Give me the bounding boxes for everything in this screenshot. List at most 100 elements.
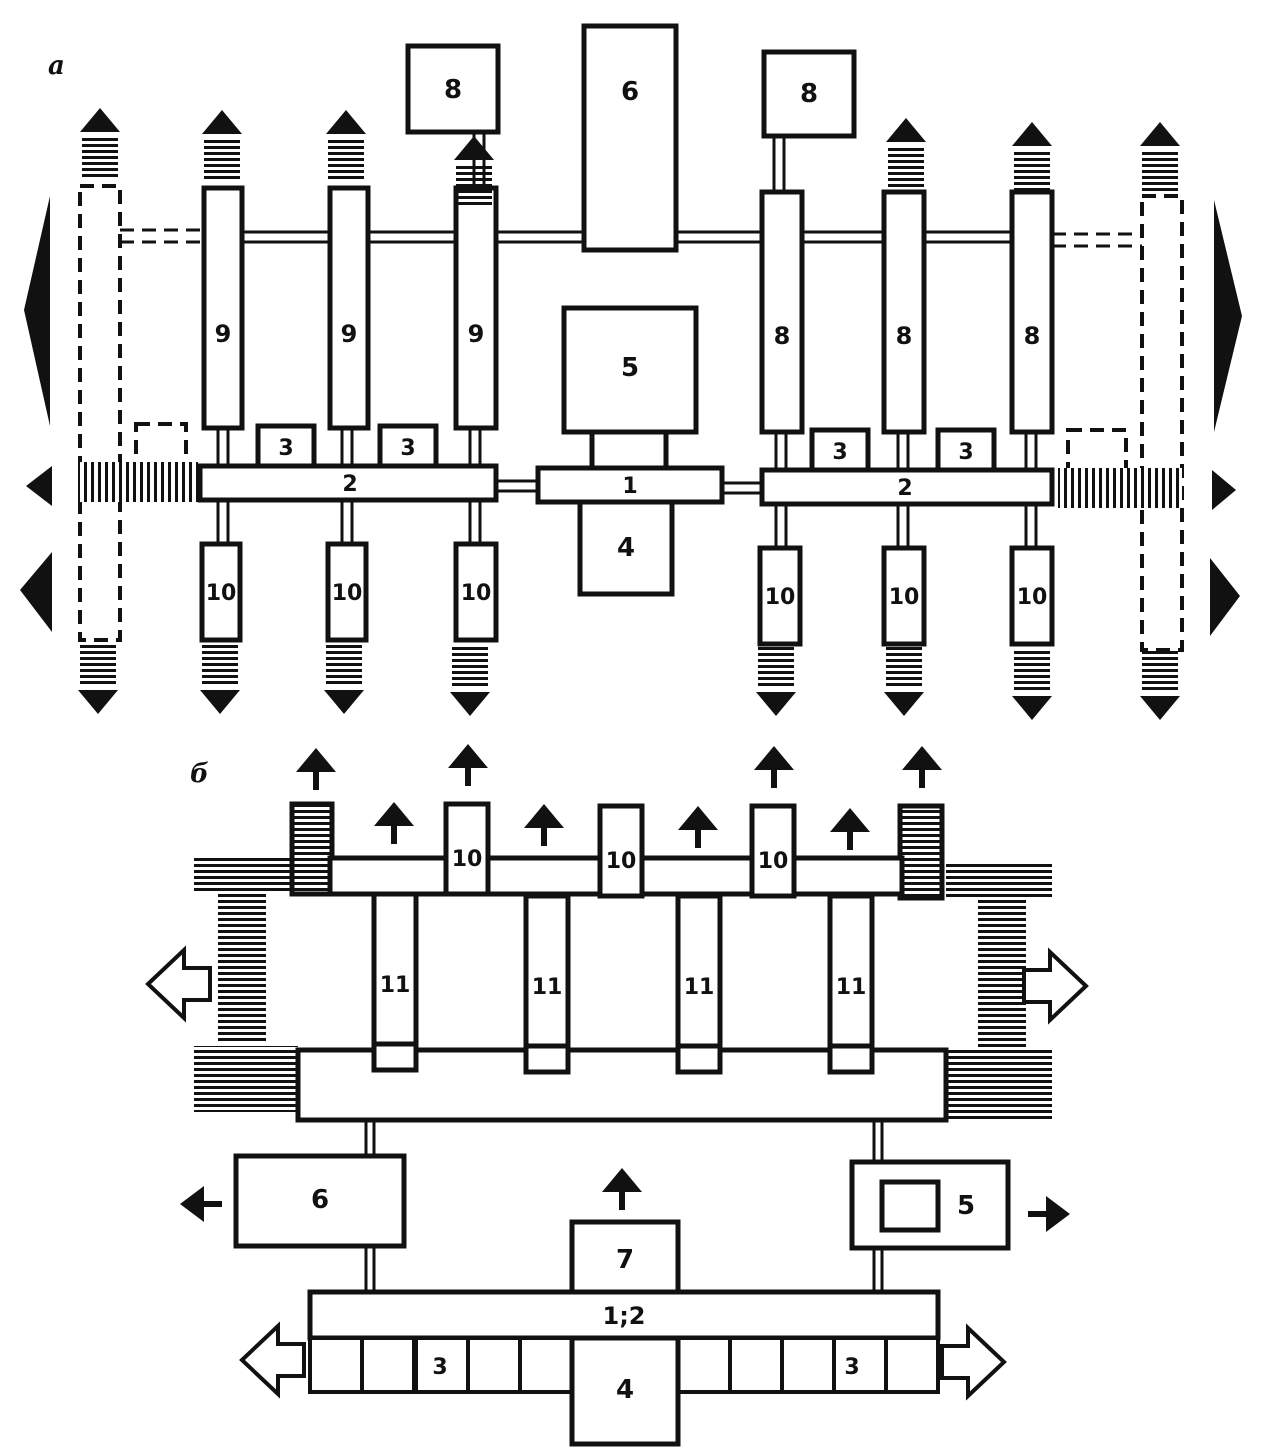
up-arrow-5 [524, 804, 564, 846]
striped-arrow-down-7 [1140, 651, 1180, 720]
svg-text:9: 9 [215, 320, 232, 348]
svg-text:4: 4 [617, 533, 635, 563]
block-10-1: 10 [199, 541, 243, 643]
up-arrow-1 [448, 744, 488, 786]
hollow-arrow-right-1 [1022, 947, 1089, 1025]
block-3-4: 3 [935, 427, 997, 473]
svg-text:3: 3 [844, 1355, 859, 1380]
cell-3 [466, 1336, 522, 1394]
hollow-arrow-left-2 [239, 1321, 306, 1399]
svg-text:3: 3 [832, 440, 847, 465]
svg-text:8: 8 [800, 79, 818, 109]
svg-text:10: 10 [332, 581, 363, 606]
hatched-column-left [289, 801, 335, 897]
striped-arrow-up-6 [1140, 122, 1180, 191]
cell-10 [884, 1336, 940, 1394]
block-3-1: 3 [255, 423, 317, 469]
svg-text:2: 2 [342, 472, 357, 497]
block-8-top-right: 8 [761, 49, 857, 139]
block-8-top-left: 8 [405, 43, 501, 135]
b-cell-3-right: 3 [844, 1355, 859, 1380]
cell-6 [676, 1336, 732, 1394]
up-arrow-8 [602, 1168, 642, 1210]
striped-arrow-down-4 [756, 647, 796, 716]
upper-corridor-line [120, 228, 1142, 248]
hollow-arrow-left-0 [145, 945, 212, 1023]
hatched-column-right [897, 803, 945, 901]
svg-text:11: 11 [532, 975, 563, 1000]
svg-text:11: 11 [380, 973, 411, 998]
panel-b-hatching [194, 804, 1052, 1122]
column-8-3: 8 [1009, 189, 1055, 435]
expansion-hatching [78, 462, 1182, 508]
svg-text:10: 10 [889, 585, 920, 610]
hollow-arrow-right-3 [940, 1323, 1007, 1401]
side-arrow-right-1 [1028, 1196, 1070, 1232]
svg-text:10: 10 [765, 585, 796, 610]
cell-0 [308, 1336, 364, 1394]
block-6: 6 [581, 23, 679, 253]
cell-1 [360, 1336, 416, 1394]
svg-text:10: 10 [606, 849, 637, 874]
striped-arrow-down-2 [324, 645, 364, 714]
up-arrow-0 [296, 748, 336, 790]
b-cell-3-left: 3 [432, 1355, 447, 1380]
svg-text:10: 10 [758, 849, 789, 874]
striped-arrow-up-1 [202, 110, 242, 179]
side-arrow-left-0 [180, 1186, 222, 1222]
b-block-6: 6 [233, 1153, 407, 1249]
up-arrow-7 [830, 808, 870, 850]
svg-text:5: 5 [621, 353, 639, 383]
column-bottoms [371, 1041, 875, 1075]
svg-text:4: 4 [616, 1375, 634, 1405]
b-column-11-3: 11 [675, 893, 723, 1075]
block-10-3: 10 [453, 541, 499, 643]
block-10-4: 10 [757, 545, 803, 647]
connectors-b [364, 1120, 884, 1292]
up-arrow-3 [902, 746, 942, 788]
striped-arrow-down-3 [450, 647, 490, 716]
b-block-10-2: 10 [597, 803, 645, 899]
bus-2-left: 2 [197, 463, 499, 503]
cell-8 [780, 1336, 836, 1394]
svg-text:9: 9 [468, 320, 485, 348]
svg-text:5: 5 [957, 1191, 975, 1221]
svg-text:8: 8 [1024, 322, 1041, 350]
block-10-6: 10 [1009, 545, 1055, 647]
up-arrow-6 [678, 806, 718, 848]
side-triangle-right-large [1214, 200, 1242, 432]
cell-2 [414, 1336, 470, 1394]
block-3-2: 3 [377, 423, 439, 469]
cell-7 [728, 1336, 784, 1394]
b-block-7: 7 [569, 1219, 681, 1295]
svg-text:1;2: 1;2 [603, 1302, 646, 1330]
side-triangle-left-low [20, 552, 52, 632]
panel-b-label: б [190, 759, 209, 789]
svg-text:3: 3 [400, 436, 415, 461]
up-arrow-4 [374, 802, 414, 844]
svg-text:2: 2 [897, 476, 912, 501]
side-triangle-right-mid [1212, 470, 1236, 510]
svg-text:1: 1 [622, 474, 637, 499]
b-bus-1-2: 1;2 [307, 1289, 941, 1341]
cell-9 [832, 1336, 888, 1394]
bus-2-right: 2 [759, 467, 1055, 507]
striped-arrow-up-3 [454, 136, 494, 205]
svg-text:11: 11 [836, 975, 867, 1000]
panel-a-arrows [20, 108, 1242, 720]
b-column-11-4: 11 [827, 893, 875, 1075]
block-10-5: 10 [881, 545, 927, 647]
cell-4 [518, 1336, 574, 1394]
side-triangle-right-low [1210, 558, 1240, 636]
svg-text:6: 6 [621, 77, 639, 107]
block-4: 4 [577, 499, 675, 597]
svg-text:10: 10 [461, 581, 492, 606]
b-block-10-3: 10 [749, 803, 797, 899]
svg-text:10: 10 [452, 847, 483, 872]
svg-text:11: 11 [684, 975, 715, 1000]
svg-text:6: 6 [311, 1185, 329, 1215]
svg-text:9: 9 [341, 320, 358, 348]
striped-arrow-down-6 [1012, 651, 1052, 720]
column-8-2: 8 [881, 189, 927, 435]
